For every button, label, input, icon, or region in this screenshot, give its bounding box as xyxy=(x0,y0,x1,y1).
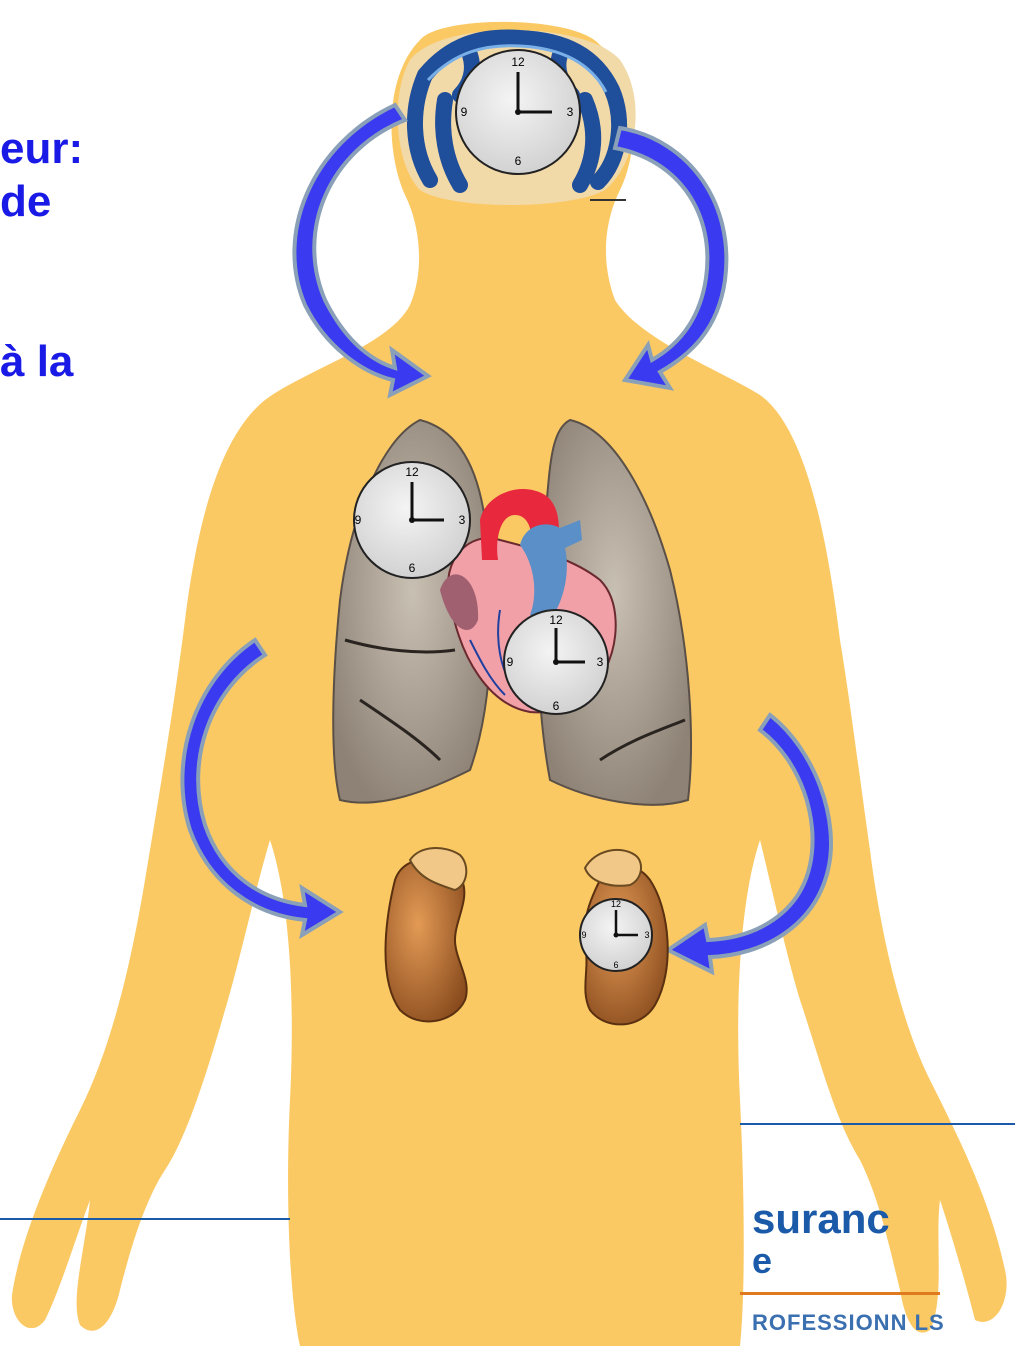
clock-numeral-9: 9 xyxy=(581,930,586,940)
clock-icon: 12 3 6 9 xyxy=(504,610,608,714)
clock-numeral-12: 12 xyxy=(549,613,563,627)
clock-icon: 12 3 6 9 xyxy=(354,462,470,578)
slide-text-line: eur: xyxy=(0,127,83,171)
footer-rule xyxy=(740,1123,1015,1125)
clock-numeral-3: 3 xyxy=(597,655,604,669)
slide-text-line: de xyxy=(0,180,51,224)
logo-line: e xyxy=(752,1243,772,1279)
clock-icon: 12 3 6 9 xyxy=(580,899,652,971)
clock-numeral-6: 6 xyxy=(613,960,618,970)
clock-numeral-9: 9 xyxy=(461,105,468,119)
clock-numeral-3: 3 xyxy=(567,105,574,119)
clock-numeral-9: 9 xyxy=(355,513,362,527)
footer-rule xyxy=(0,1218,290,1220)
clock-icon: 12 3 6 9 xyxy=(456,50,580,174)
clock-numeral-6: 6 xyxy=(409,561,416,575)
clock-numeral-12: 12 xyxy=(511,55,525,69)
clock-numeral-12: 12 xyxy=(611,899,621,909)
clock-numeral-3: 3 xyxy=(459,513,466,527)
clock-numeral-6: 6 xyxy=(515,154,522,168)
clock-numeral-9: 9 xyxy=(507,655,514,669)
clock-numeral-6: 6 xyxy=(553,699,560,713)
logo-line: suranc xyxy=(752,1198,890,1240)
logo-rule xyxy=(740,1292,940,1295)
slide-text-line: à la xyxy=(0,340,73,384)
logo-line: ROFESSIONN LS xyxy=(752,1312,945,1334)
clock-numeral-12: 12 xyxy=(405,465,419,479)
clock-numeral-3: 3 xyxy=(644,930,649,940)
